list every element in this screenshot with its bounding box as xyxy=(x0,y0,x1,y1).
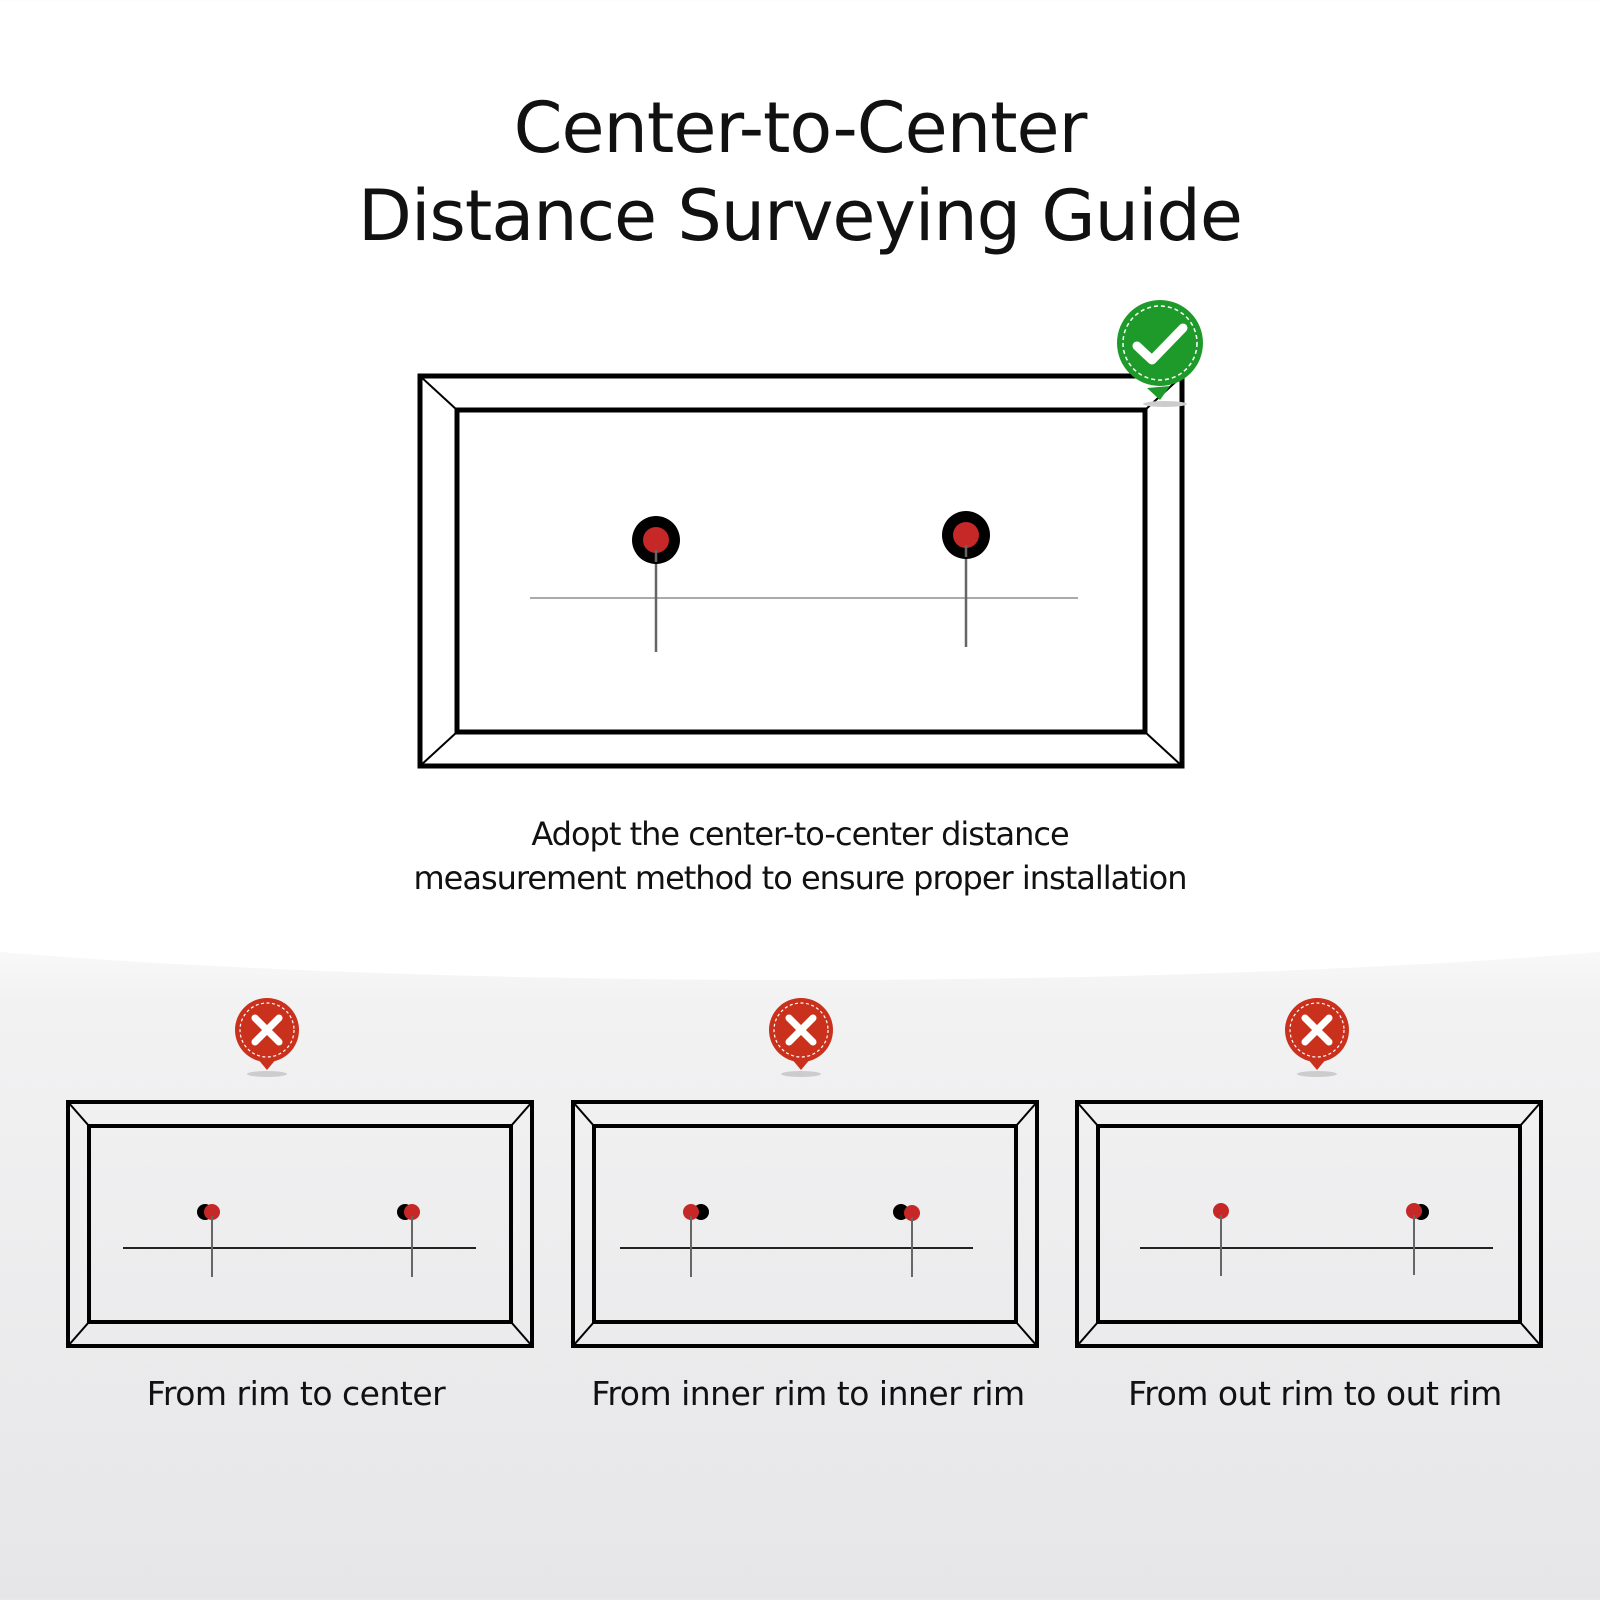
incorrect-examples xyxy=(66,980,1543,1348)
main-description: Adopt the center-to-center distance meas… xyxy=(0,812,1600,900)
example-rim-to-center xyxy=(66,998,534,1348)
description-line-1: Adopt the center-to-center distance xyxy=(531,815,1069,853)
example-inner-rim-to-inner-rim xyxy=(571,998,1039,1348)
page-title: Center-to-Center Distance Surveying Guid… xyxy=(0,84,1600,260)
mount-hole-right xyxy=(942,511,990,647)
example-out-rim-to-out-rim xyxy=(1075,998,1543,1348)
caption-inner-rim: From inner rim to inner rim xyxy=(591,1374,1025,1413)
title-line-2: Distance Surveying Guide xyxy=(358,175,1243,257)
x-icon xyxy=(235,998,299,1077)
caption-rim-to-center: From rim to center xyxy=(146,1374,446,1413)
main-frame-diagram xyxy=(417,300,1203,769)
title-line-1: Center-to-Center xyxy=(513,87,1088,169)
description-line-2: measurement method to ensure proper inst… xyxy=(413,859,1187,897)
background-arc xyxy=(0,760,1600,980)
x-icon xyxy=(769,998,833,1077)
mount-hole-left xyxy=(632,516,680,652)
check-icon xyxy=(1132,323,1188,365)
x-icon xyxy=(1285,998,1349,1077)
main-frame xyxy=(417,373,1185,769)
caption-out-rim: From out rim to out rim xyxy=(1128,1374,1502,1413)
check-badge xyxy=(1117,300,1203,407)
